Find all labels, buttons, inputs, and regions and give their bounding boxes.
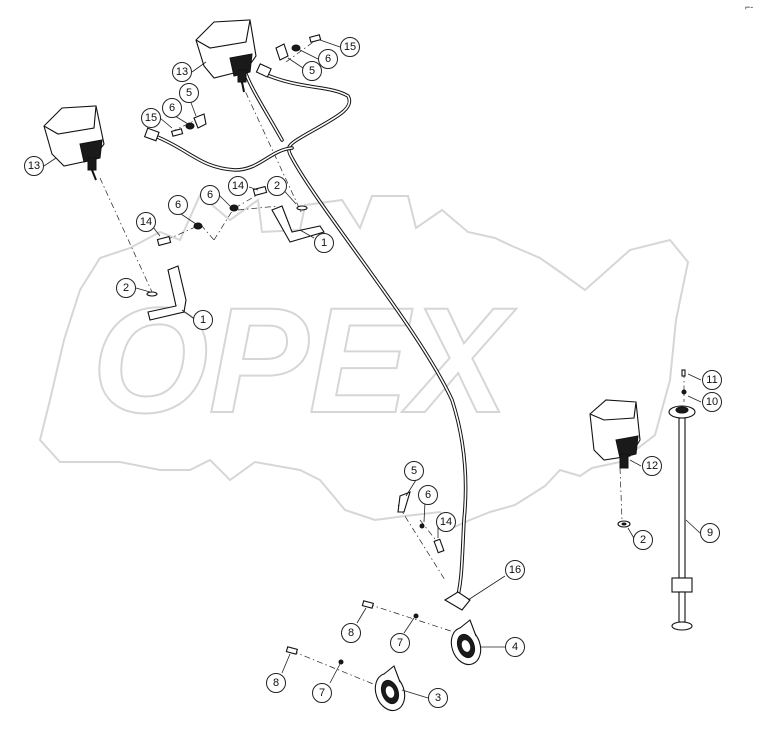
- svg-text:14: 14: [140, 216, 152, 228]
- watermark-text: OPEX: [92, 276, 517, 444]
- callout-15-left: 15: [141, 108, 161, 128]
- callout-2-left: 2: [116, 278, 136, 298]
- svg-text:14: 14: [232, 180, 244, 192]
- svg-text:10: 10: [706, 396, 718, 408]
- svg-text:13: 13: [28, 160, 40, 172]
- svg-text:11: 11: [706, 374, 717, 386]
- svg-text:5: 5: [186, 87, 192, 99]
- callout-13-left: 13: [24, 156, 44, 176]
- svg-text:6: 6: [175, 199, 181, 211]
- work-lamp-left: [43, 105, 105, 181]
- callout-7-upper: 7: [390, 633, 410, 653]
- svg-text:6: 6: [207, 189, 213, 201]
- svg-text:6: 6: [325, 53, 331, 65]
- svg-text:16: 16: [509, 564, 521, 576]
- callout-10: 10: [702, 392, 722, 412]
- svg-text:4: 4: [512, 641, 518, 653]
- svg-text:14: 14: [440, 516, 452, 528]
- svg-text:6: 6: [169, 102, 175, 114]
- callout-2-right: 2: [633, 530, 653, 550]
- callout-5-left: 5: [179, 83, 199, 103]
- callout-8-upper: 8: [341, 623, 361, 643]
- svg-text:5: 5: [411, 465, 417, 477]
- callout-6-left: 6: [168, 195, 188, 215]
- svg-text:1: 1: [321, 237, 327, 249]
- callout-4: 4: [505, 637, 525, 657]
- callout-6-top: 6: [318, 49, 338, 69]
- svg-text:12: 12: [646, 460, 658, 472]
- callout-9: 9: [700, 523, 720, 543]
- svg-text:9: 9: [707, 527, 713, 539]
- callout-15-top: 15: [340, 37, 360, 57]
- callout-5-lower: 5: [404, 461, 424, 481]
- bracket-lower: [147, 265, 187, 321]
- svg-text:1: 1: [200, 314, 206, 326]
- horn-4: [450, 619, 482, 666]
- callout-3: 3: [428, 688, 448, 708]
- horn-3: [374, 665, 406, 712]
- svg-text:7: 7: [397, 637, 403, 649]
- callout-8-lower: 8: [266, 673, 286, 693]
- svg-text:6: 6: [425, 489, 431, 501]
- callout-6-lower: 6: [418, 485, 438, 505]
- callout-5-top: 5: [302, 61, 322, 81]
- harness-connector-16: [443, 591, 471, 611]
- svg-text:8: 8: [273, 677, 279, 689]
- callout-6-lamp: 6: [162, 98, 182, 118]
- wiring-harness: [143, 63, 471, 611]
- callout-14-upper: 14: [228, 176, 248, 196]
- work-lamp-right: [589, 399, 641, 528]
- svg-text:2: 2: [640, 534, 646, 546]
- opex-watermark: OPEX: [38, 193, 690, 530]
- svg-text:15: 15: [344, 41, 356, 53]
- callout-1-lower: 1: [193, 310, 213, 330]
- bracket-upper: [271, 205, 325, 243]
- rod-assembly-9: [668, 369, 696, 631]
- svg-text:2: 2: [123, 282, 129, 294]
- callout-14-lower: 14: [436, 512, 456, 532]
- callout-16: 16: [505, 560, 525, 580]
- callout-11: 11: [702, 370, 722, 390]
- svg-text:8: 8: [348, 627, 354, 639]
- callout-12: 12: [642, 456, 662, 476]
- hardware: [146, 34, 445, 665]
- callout-13-upper: 13: [172, 62, 192, 82]
- svg-text:7: 7: [319, 687, 325, 699]
- callout-2-upper: 2: [267, 176, 287, 196]
- svg-text:15: 15: [145, 112, 157, 124]
- svg-text:5: 5: [309, 65, 315, 77]
- callout-7-lower: 7: [312, 683, 332, 703]
- svg-text:13: 13: [176, 66, 188, 78]
- svg-text:3: 3: [435, 692, 441, 704]
- callout-14-left: 14: [136, 212, 156, 232]
- work-lamp-upper: [195, 19, 257, 93]
- callout-6-upper: 6: [200, 185, 220, 205]
- callout-1-upper: 1: [314, 233, 334, 253]
- svg-text:2: 2: [274, 180, 280, 192]
- callouts: 1 1 2 2 2 3 4 5 5 5 6 6 6 6 6 7 7 8 8 9 …: [24, 37, 722, 708]
- corner-mark: ⌐-: [745, 2, 753, 12]
